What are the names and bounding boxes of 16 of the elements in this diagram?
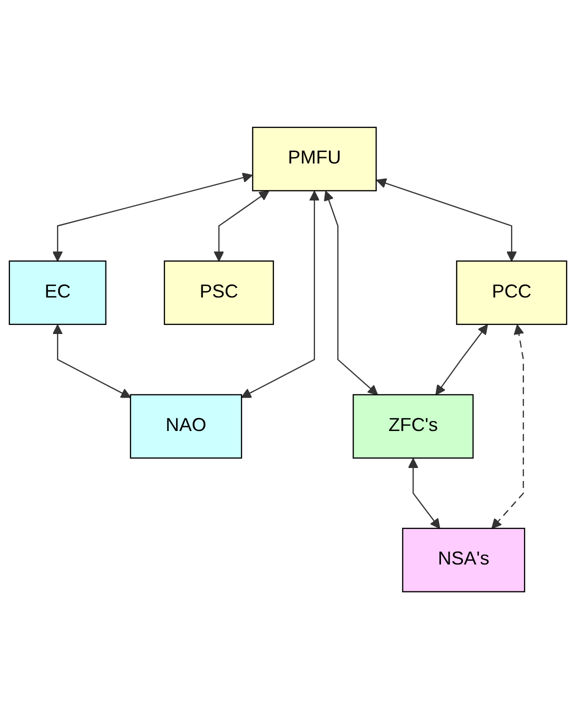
node-box: NSA's [402,528,526,592]
node-box: PCC [456,260,568,325]
arrow [324,190,378,396]
arrow [376,178,517,262]
node-box: PMFU [252,126,377,192]
arrow [435,324,488,396]
arrow [491,324,524,529]
arrow [214,190,270,262]
node-box: PSC [164,260,274,325]
arrow [52,324,131,398]
arrow [408,458,440,529]
node-box: NAO [130,394,242,459]
node-box: EC [8,260,106,325]
node-box: ZFC's [352,394,474,459]
arrow [52,172,253,262]
arrow [241,190,320,398]
